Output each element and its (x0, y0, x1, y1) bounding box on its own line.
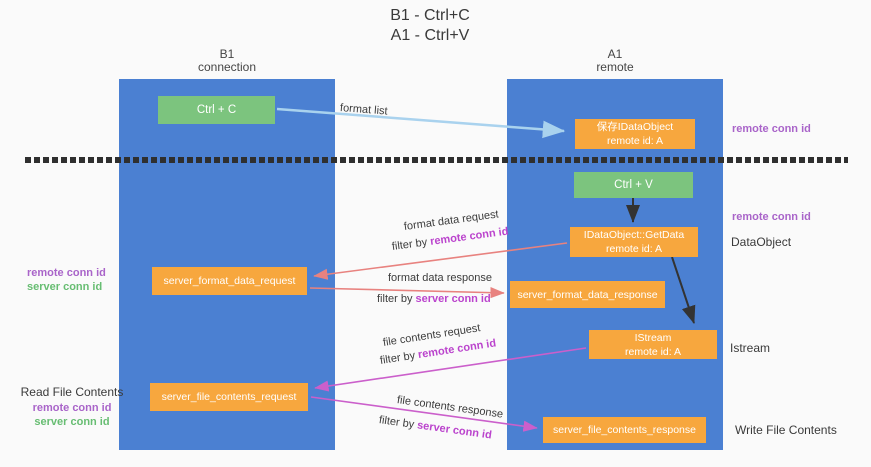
label-filter-file-response: filter by server conn id (378, 414, 492, 442)
node-idataobject-getdata-line2: remote id: A (605, 243, 663, 255)
node-server-file-contents-request: server_file_contents_request (150, 383, 308, 411)
label-server-conn-id-bottom-left: server conn id (34, 416, 110, 428)
label-file-contents-response: file contents response (396, 394, 504, 421)
filter-by-text: filter by (378, 414, 418, 432)
node-save-idataobject-line2: remote id: A (606, 135, 664, 147)
filter-by-text: filter by (379, 349, 419, 367)
node-save-idataobject: 保存IDataObject remote id: A (575, 119, 695, 149)
diagram-title: B1 - Ctrl+C A1 - Ctrl+V (280, 6, 580, 46)
title-line-2: A1 - Ctrl+V (390, 27, 470, 44)
label-remote-conn-id-top-right: remote conn id (732, 123, 811, 135)
label-remote-conn-id-mid-left: remote conn id (27, 267, 106, 279)
right-column-header: A1 remote (507, 48, 723, 74)
node-server-format-data-response: server_format_data_response (510, 281, 665, 308)
label-read-file-contents: Read File Contents (20, 385, 124, 399)
node-ctrl-c: Ctrl + C (158, 96, 275, 124)
dashed-divider (25, 157, 848, 163)
label-format-data-response: format data response (388, 272, 492, 284)
label-server-conn-id-mid-left: server conn id (27, 281, 103, 293)
right-column-name: A1 (607, 47, 623, 61)
title-line-1: B1 - Ctrl+C (390, 7, 470, 24)
right-column-role: remote (596, 60, 634, 74)
left-column-header: B1 connection (119, 48, 335, 74)
label-remote-conn-id-bottom-left: remote conn id (32, 402, 112, 414)
node-server-format-data-request: server_format_data_request (152, 267, 307, 295)
node-idataobject-getdata-line1: IDataObject::GetData (583, 229, 685, 241)
node-ctrl-v: Ctrl + V (574, 172, 693, 198)
label-dataobject: DataObject (731, 235, 792, 249)
node-istream: IStream remote id: A (589, 330, 717, 359)
left-bottom-label-group: Read File Contents remote conn id server… (17, 384, 127, 429)
filter-by-text: filter by (391, 235, 431, 253)
filter-remote-conn-id: remote conn id (429, 225, 510, 248)
node-save-idataobject-line1: 保存IDataObject (596, 121, 674, 133)
node-server-file-contents-response: server_file_contents_response (543, 417, 706, 443)
left-column-role: connection (197, 60, 257, 74)
filter-server-conn-id: server conn id (415, 293, 491, 305)
filter-server-conn-id: server conn id (416, 419, 493, 442)
label-remote-conn-id-mid-right: remote conn id (732, 211, 811, 223)
left-column-name: B1 (219, 47, 235, 61)
node-istream-line1: IStream (634, 331, 672, 344)
filter-by-text: filter by (377, 293, 416, 305)
node-idataobject-getdata: IDataObject::GetData remote id: A (570, 227, 698, 257)
left-mid-label-group: remote conn id server conn id (27, 266, 106, 294)
label-write-file-contents: Write File Contents (735, 423, 837, 437)
label-istream: Istream (730, 341, 771, 355)
label-format-list: format list (339, 102, 389, 118)
node-istream-line2: remote id: A (624, 345, 682, 358)
label-filter-format-response: filter by server conn id (377, 293, 491, 305)
